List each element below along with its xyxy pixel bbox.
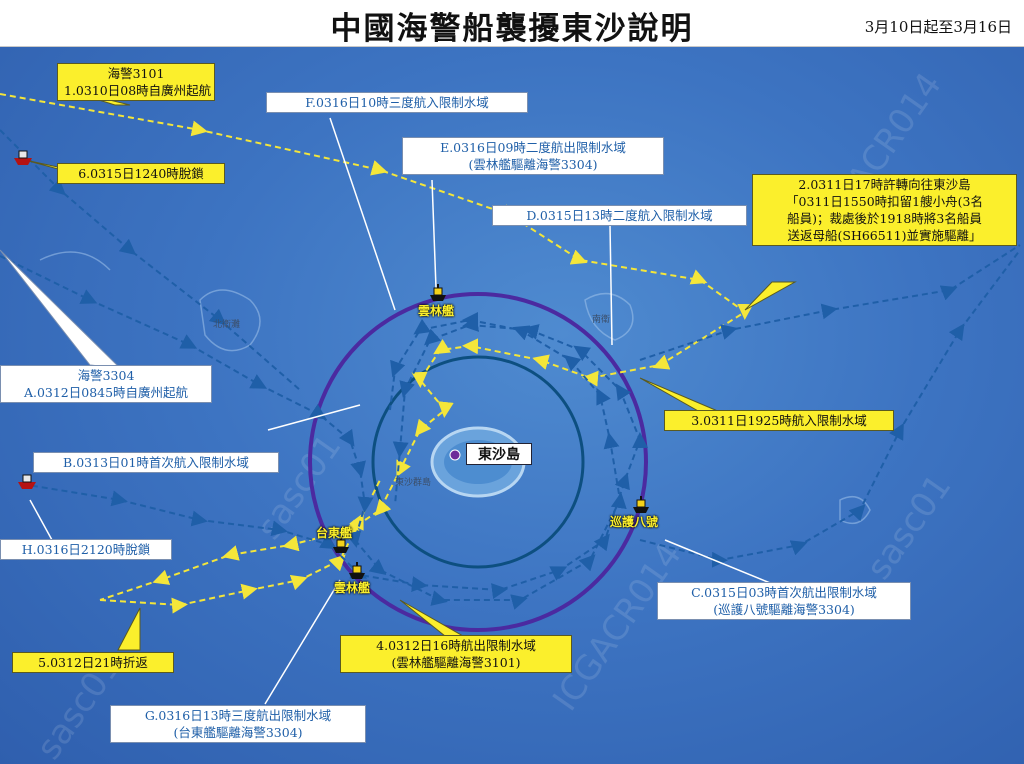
label-hj3304: 海警3304 A.0312日0845時自廣州起航 [0, 365, 212, 403]
route-hj3304-d [639, 249, 1021, 568]
label-line: G.0316日13時三度航出限制水域 [144, 708, 332, 723]
label-3: 3.0311日1925時航入限制水域 [664, 410, 894, 431]
label-line: 「0311日1550時扣留1艘小舟(3名 [786, 194, 983, 209]
header-bar: 中國海警船襲擾東沙說明 3月10日起至3月16日 [0, 0, 1024, 47]
coast-guard-ship-icon [346, 561, 368, 581]
callout-pointer-white [0, 249, 122, 369]
label-line: 送返母船(SH66511)並實施驅離」 [787, 228, 982, 243]
label-e: E.0316日09時二度航出限制水域 (雲林艦驅離海警3304) [402, 137, 664, 175]
label-line: 船員)；裁處後於1918時將3名船員 [787, 211, 982, 226]
label-b: B.0313日01時首次航入限制水域 [33, 452, 279, 473]
china-coast-guard-ship-icon [12, 147, 34, 167]
label-line: (雲林艦驅離海警3304) [468, 157, 598, 172]
label-line: (雲林艦驅離海警3101) [391, 655, 521, 670]
date-range: 3月10日起至3月16日 [864, 18, 1012, 36]
label-line: (巡護八號驅離海警3304) [713, 602, 855, 617]
island-marker [449, 449, 461, 461]
china-coast-guard-ship-icon [16, 471, 38, 491]
route-hj3304-b [21, 315, 649, 599]
label-4: 4.0312日16時航出限制水域 (雲林艦驅離海警3101) [340, 635, 572, 673]
label-line: (台東艦驅離海警3304) [173, 725, 303, 740]
place-name: 東沙群島 [395, 478, 432, 488]
label-hj3101: 海警3101 1.0310日08時自廣州起航 [57, 63, 215, 101]
page-title: 中國海警船襲擾東沙說明 [330, 11, 694, 47]
leader-lines [29, 117, 781, 705]
island-label: 東沙島 [466, 443, 532, 465]
label-line: 海警3304 [77, 368, 135, 383]
place-name: 南衛 [592, 315, 611, 325]
ship-label-patrol8: 巡護八號 [610, 515, 659, 529]
label-g: G.0316日13時三度航出限制水域 (台東艦驅離海警3304) [110, 705, 366, 743]
label-line: 海警3101 [107, 66, 165, 81]
label-6: 6.0315日1240時脫鎖 [57, 163, 225, 184]
label-line: 2.0311日17時許轉向往東沙島 [798, 177, 971, 192]
label-f: F.0316日10時三度航入限制水域 [266, 92, 528, 113]
coast-guard-ship-icon [630, 495, 652, 515]
label-5: 5.0312日21時折返 [12, 652, 174, 673]
label-2: 2.0311日17時許轉向往東沙島 「0311日1550時扣留1艘小舟(3名 船… [752, 174, 1017, 246]
ship-label-taitung: 台東艦 [316, 526, 353, 540]
route-hj3304-c [639, 244, 1021, 361]
label-line: C.0315日03時首次航出限制水域 [691, 585, 877, 600]
ship-label-yunlin-2: 雲林艦 [334, 581, 371, 595]
label-c: C.0315日03時首次航出限制水域 (巡護八號驅離海警3304) [657, 582, 911, 620]
coast-guard-ship-icon [427, 283, 449, 303]
label-line: 4.0312日16時航出限制水域 [376, 638, 536, 653]
map-area: sasc01 ICGACR014 sasc01 ICGACR014 sasc01 [0, 47, 1024, 764]
coast-guard-ship-icon [330, 535, 352, 555]
label-d: D.0315日13時二度航入限制水域 [492, 205, 747, 226]
label-line: A.0312日0845時自廣州起航 [23, 385, 189, 400]
label-line: 1.0310日08時自廣州起航 [64, 83, 212, 98]
label-line: E.0316日09時二度航出限制水域 [440, 140, 626, 155]
ship-label-yunlin: 雲林艦 [418, 304, 455, 318]
label-h: H.0316日2120時脫鎖 [0, 539, 172, 560]
place-name: 北衛灘 [213, 320, 241, 330]
